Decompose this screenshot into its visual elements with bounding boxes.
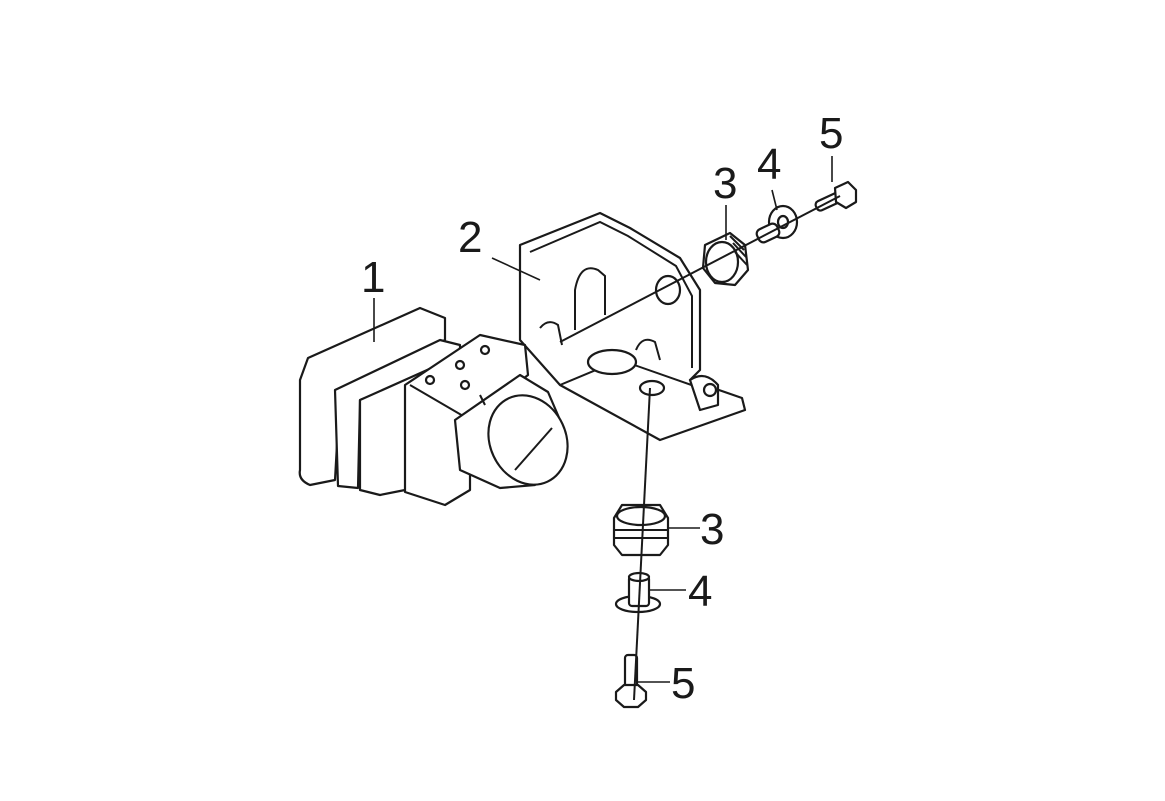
callout-3-upper: 3: [713, 159, 738, 208]
callout-5-lower: 5: [671, 659, 696, 708]
abs-unit-part: [298, 306, 569, 507]
callout-3-lower: 3: [700, 505, 725, 554]
callout-4-upper: 4: [757, 140, 782, 189]
callout-5-upper: 5: [819, 109, 844, 158]
callout-4-lower: 4: [688, 567, 713, 616]
bolt-upper-part: [814, 180, 858, 212]
collar-upper-part: [755, 204, 799, 244]
leader-4-upper: [771, 189, 778, 211]
bolt-lower-part: [614, 653, 648, 709]
leader-2: [491, 257, 541, 281]
assembly-axis-upper: [559, 195, 841, 343]
grommet-upper-part: [701, 231, 750, 287]
callout-1: 1: [361, 253, 386, 302]
grommet-lower-part: [612, 503, 670, 557]
callout-2: 2: [458, 213, 483, 262]
assembly-axis-lower: [633, 387, 651, 701]
